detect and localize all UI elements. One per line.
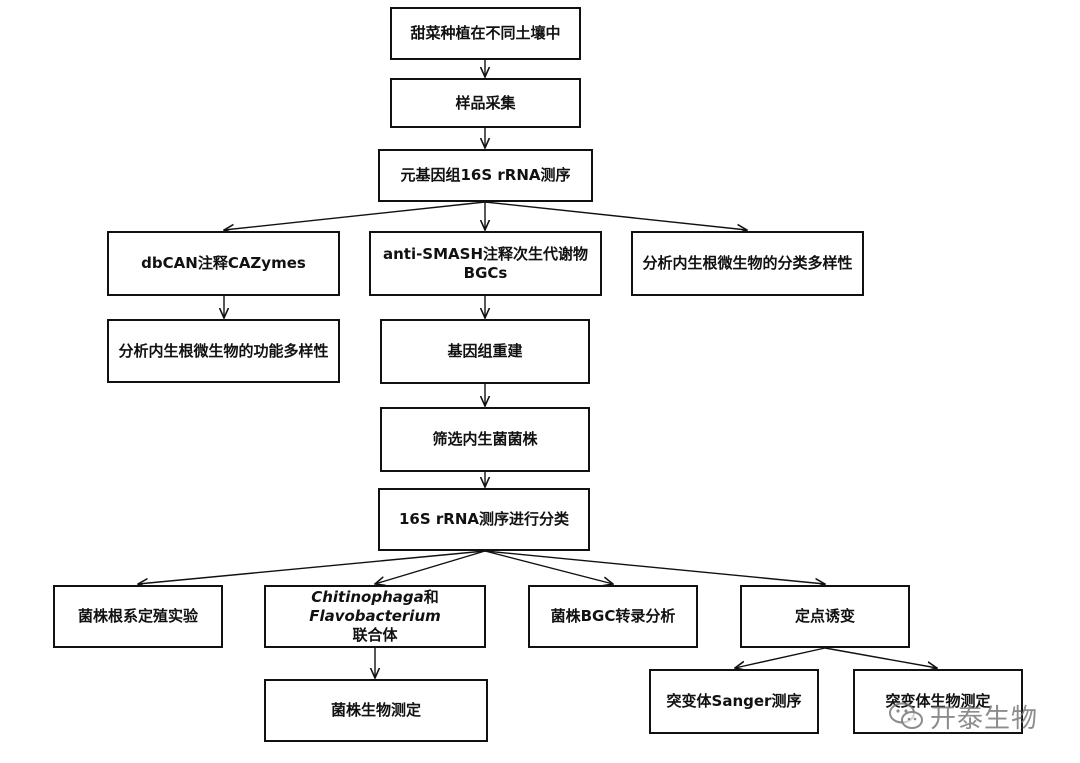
node-mutagenesis: 定点诱变 (740, 585, 910, 648)
node-consortium-line2: 联合体 (352, 625, 398, 644)
arrow-classification-consortium (375, 550, 486, 584)
watermark: 开泰生物 (888, 698, 1038, 734)
node-taxonomic-label: 分析内生根微生物的分类多样性 (642, 254, 853, 273)
arrow-classification-mutagenesis (484, 550, 825, 584)
watermark-text: 开泰生物 (930, 703, 1039, 734)
node-classification-label: 16S rRNA测序进行分类 (398, 510, 569, 529)
node-genome-rebuild-label: 基因组重建 (447, 342, 523, 361)
node-functional: 分析内生根微生物的功能多样性 (107, 319, 340, 383)
node-mutagenesis-label: 定点诱变 (794, 607, 855, 626)
node-consortium: Chitinophaga和Flavobacterium 联合体 (264, 585, 486, 648)
arrow-classification-colonization (138, 550, 486, 584)
node-antismash-line1: anti-SMASH注释次生代谢物 (382, 244, 589, 263)
node-mutant-bioassay: 突变体生物测定 (853, 669, 1023, 734)
node-sampling: 样品采集 (390, 78, 581, 128)
node-taxonomic: 分析内生根微生物的分类多样性 (631, 231, 864, 296)
node-bioassay-label: 菌株生物测定 (330, 701, 421, 720)
node-screening-label: 筛选内生菌菌株 (432, 430, 538, 449)
arrow-mutagenesis-mutant-bioassay (824, 647, 937, 668)
node-transcriptome: 菌株BGC转录分析 (528, 585, 698, 648)
node-consortium-line1: Chitinophaga和Flavobacterium (266, 588, 484, 626)
node-dbcan-label: dbCAN注释CAZymes (141, 254, 306, 273)
node-classification: 16S rRNA测序进行分类 (378, 488, 590, 551)
node-sanger-label: 突变体Sanger测序 (666, 692, 802, 711)
conjunction-and: 和 (423, 588, 439, 607)
genus-chitinophaga: Chitinophaga (311, 588, 424, 607)
node-transcriptome-label: 菌株BGC转录分析 (550, 607, 676, 626)
node-metagenome: 元基因组16S rRNA测序 (378, 149, 593, 202)
node-colonization: 菌株根系定殖实验 (53, 585, 223, 648)
node-planting: 甜菜种植在不同土壤中 (390, 7, 581, 60)
arrow-classification-transcriptome (484, 550, 613, 584)
node-planting-label: 甜菜种植在不同土壤中 (410, 24, 561, 43)
node-dbcan: dbCAN注释CAZymes (107, 231, 340, 296)
node-antismash-line2: BGCs (463, 263, 508, 282)
node-sampling-label: 样品采集 (455, 93, 516, 112)
arrow-metagenome-dbcan (224, 201, 486, 230)
wechat-icon (889, 702, 923, 729)
node-bioassay: 菌株生物测定 (264, 679, 488, 742)
node-mutant-bioassay-label: 突变体生物测定 (885, 692, 991, 711)
node-antismash: anti-SMASH注释次生代谢物 BGCs (369, 231, 602, 296)
node-functional-label: 分析内生根微生物的功能多样性 (118, 341, 329, 360)
genus-flavobacterium: Flavobacterium (309, 607, 441, 626)
node-screening: 筛选内生菌菌株 (380, 407, 590, 472)
node-sanger: 突变体Sanger测序 (649, 669, 819, 734)
node-genome-rebuild: 基因组重建 (380, 319, 590, 384)
arrow-mutagenesis-sanger (735, 647, 826, 668)
arrow-metagenome-taxonomic (484, 201, 747, 230)
node-colonization-label: 菌株根系定殖实验 (77, 607, 198, 626)
node-metagenome-label: 元基因组16S rRNA测序 (400, 166, 571, 185)
